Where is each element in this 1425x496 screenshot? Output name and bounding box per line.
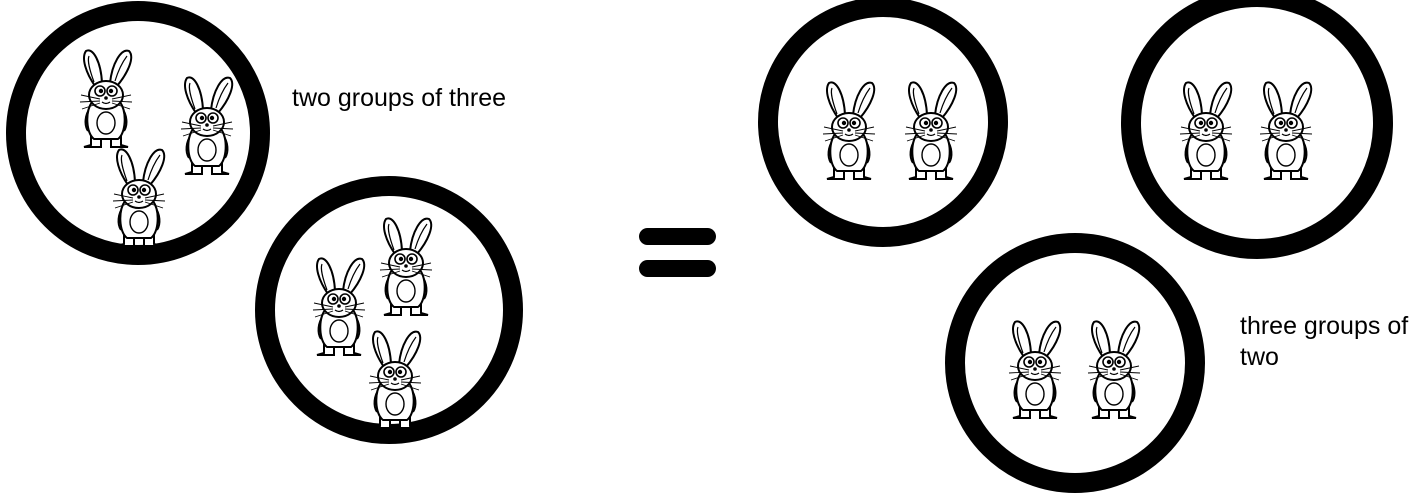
right-group-1 [768,7,998,237]
group-circle [768,7,998,237]
caption-three-groups-of-two: three groups of two [1240,311,1425,373]
caption-two-groups-of-three: two groups of three [292,83,506,114]
left-group-1 [16,11,260,255]
right-group-2 [1131,0,1383,249]
equals-sign [639,228,716,277]
right-group-3 [955,243,1195,483]
group-circle [1131,0,1383,249]
group-circle [955,243,1195,483]
left-group-2 [265,186,513,434]
